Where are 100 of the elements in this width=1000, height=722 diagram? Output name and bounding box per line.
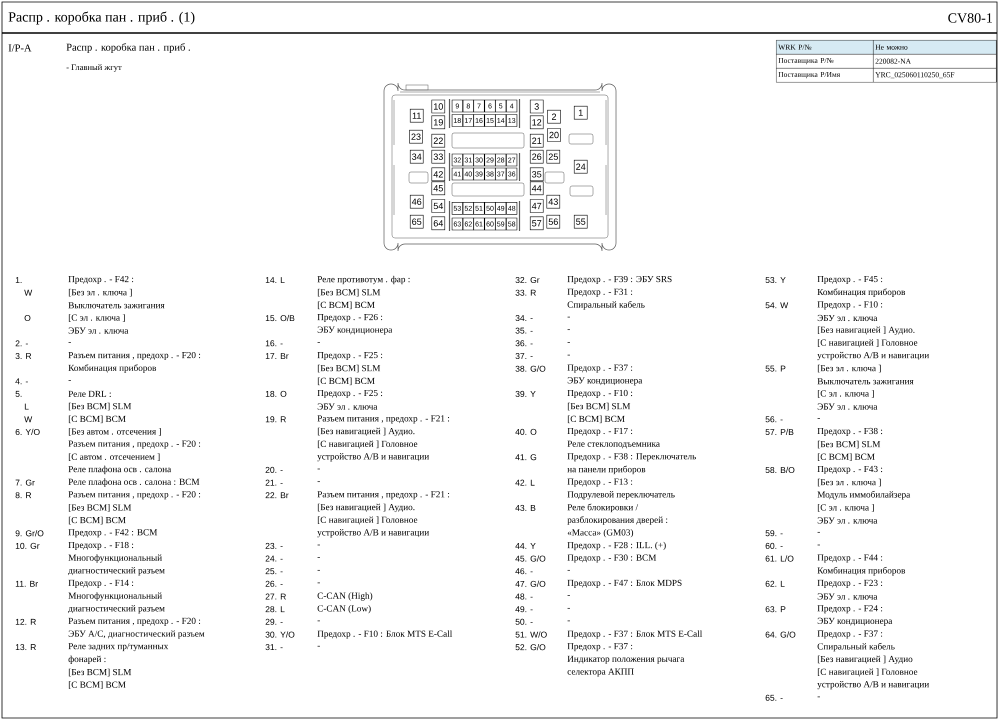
pin-number: L [24, 404, 29, 410]
pin-number: O [24, 315, 30, 321]
pin-description: - [568, 608, 570, 609]
pin-description: Предохр . - F30 : BCM [567, 554, 656, 563]
terminal-cavity: 44 [530, 182, 544, 196]
terminal-cavity: 34 [410, 150, 424, 164]
pin-description: устройство A/B и навигации [317, 453, 429, 462]
pin-description: диагностический разъем [68, 605, 165, 614]
pin-number: 65. - [766, 694, 783, 701]
pin-description: Предохр . - F42 : BCM [68, 529, 158, 538]
pin-description: - [68, 342, 71, 343]
pin-description: [С эл . ключа ] [68, 314, 125, 322]
terminal-cavity: 57 [530, 216, 544, 230]
pin-description: [Без эл . ключа ] [68, 288, 132, 297]
pin-description: Реле плафона осв . салона : BCM [68, 478, 200, 487]
pin-number: 20. - [266, 466, 283, 473]
pin-description: Реле стеклоподъемника [567, 440, 660, 449]
connector-name: Распр . коробка пан . приб . [66, 43, 190, 53]
pin-number: 5. [16, 390, 22, 397]
pin-description: [Без навигацией ] Аудио. [818, 326, 914, 335]
pin-number: 25. - [266, 568, 283, 574]
pin-description: Разъем питания , предохр . - F20 : [68, 491, 200, 500]
pin-description: - [318, 582, 320, 584]
pin-description: Предохр . - F37 : [567, 364, 632, 373]
pin-description: - [568, 570, 570, 571]
pin-number: 42. L [515, 480, 535, 486]
pin-number: 33. R [516, 290, 536, 296]
pin-description: Индикатор положения рычага [567, 656, 684, 664]
pin-description: C-CAN (Low) [318, 605, 371, 614]
pin-number: 41. G [515, 454, 536, 460]
pin-number: 28. L [266, 606, 285, 612]
pin-description: Предохр . - F37 : Блок MTS E-Call [567, 630, 702, 639]
pin-number: W [24, 290, 32, 296]
pin-description: - [318, 544, 320, 546]
harness-name: - Главный жгут [66, 64, 122, 72]
pin-description: Предохр . - F26 : [317, 314, 382, 322]
terminal-cavity: 46 [410, 194, 424, 208]
terminal-cavity: 65 [410, 214, 424, 228]
pin-description: Предохр . - F28 : ILL. (+) [567, 542, 666, 550]
pin-description: [С навигацией ] Головное [318, 440, 418, 449]
pin-number: 50. - [516, 618, 533, 625]
terminal-cavity: 56 [546, 214, 560, 228]
pin-description: Предохр . - F45 : [817, 276, 882, 284]
pin-number: 8. R [16, 492, 32, 498]
sheet-code: CV80-1 [948, 13, 992, 23]
terminal-cavity: 1 [574, 106, 588, 120]
pin-number: 40. O [515, 428, 536, 435]
pin-number: 51. W/O [516, 631, 547, 638]
pin-description: Предохр . - F38 : [817, 428, 882, 436]
pin-number: 46. - [515, 568, 533, 574]
pin-description: Предохр . - F25 : [317, 352, 382, 360]
terminal-cavity: 11 [410, 108, 424, 122]
pin-number: 21. - [266, 480, 283, 486]
pin-description: Предохр . - F24 : [817, 605, 882, 614]
pin-description: [С навигацией ] Головное [818, 339, 918, 348]
pin-number: 44. Y [515, 542, 536, 549]
pin-number: 48. - [515, 594, 533, 600]
pin-description: - [568, 329, 570, 330]
pin-number: 10. Gr [16, 542, 40, 549]
terminal-cavity: 54 [432, 199, 446, 213]
pin-description: Комбинация приборов [817, 288, 906, 297]
terminal-cavity: 10 [432, 100, 446, 114]
pin-description: [С эл . ключа ] [818, 390, 874, 398]
pin-description: фонарей : [68, 656, 106, 664]
pin-number: 15. O/B [266, 314, 294, 322]
pin-description: Разъем питания , предохр . - F21 : [317, 491, 450, 500]
pin-number: 27. R [266, 594, 286, 600]
pin-description: ЭБУ A/C, диагностический разъем [68, 630, 204, 639]
pin-number: 36. - [516, 340, 533, 346]
pin-description: [Без BCM] SLM [68, 668, 132, 676]
pin-number: 29. - [266, 618, 283, 625]
pin-description: [Без BCM] SLM [318, 364, 380, 372]
pin-description: ЭБУ эл . ключа [68, 327, 128, 334]
terminal-cavity: 19 [432, 116, 446, 130]
terminal-cavity: 3 [530, 100, 544, 114]
pin-description: [Без эл . ключа ] [818, 478, 881, 486]
pin-number: 47. G/O [515, 580, 546, 587]
pin-description: - [318, 620, 320, 622]
pin-description: Выключатель зажигания [68, 302, 165, 308]
pin-description: [Без навигацией ] Аудио. [318, 504, 414, 512]
pin-description: Предохр . - F47 : Блок MDPS [567, 580, 682, 588]
pin-description: [С навигацией ] Головное [818, 668, 918, 677]
pin-description: Предохр . - F10 : [567, 390, 632, 398]
pin-number: 39. Y [516, 390, 536, 397]
pin-description: - [318, 646, 320, 647]
pin-description: Предохр . - F43 : [817, 466, 882, 474]
pin-description: ЭБУ эл . ключа [818, 593, 878, 600]
pin-number: 63. P [766, 606, 786, 612]
pin-description: Реле DRL : [68, 390, 111, 397]
pin-description: Предохр . - F39 : ЭБУ SRS [567, 276, 672, 284]
pin-description: ЭБУ эл . ключа [818, 314, 878, 322]
pin-description: Предохр . - F10 : [817, 301, 882, 310]
pin-number: 6. Y/O [16, 428, 40, 436]
pin-description: [С эл . ключа ] [818, 504, 874, 512]
pin-description: [Без BCM] SLM [318, 288, 380, 297]
pin-description: Предохр . - F18 : [68, 542, 134, 550]
terminal-cavity: 22 [432, 134, 446, 148]
pin-description: Предохр . - F44 : [817, 554, 882, 563]
terminal-cavity: 24 [574, 160, 588, 174]
pin-description: - [568, 354, 570, 356]
